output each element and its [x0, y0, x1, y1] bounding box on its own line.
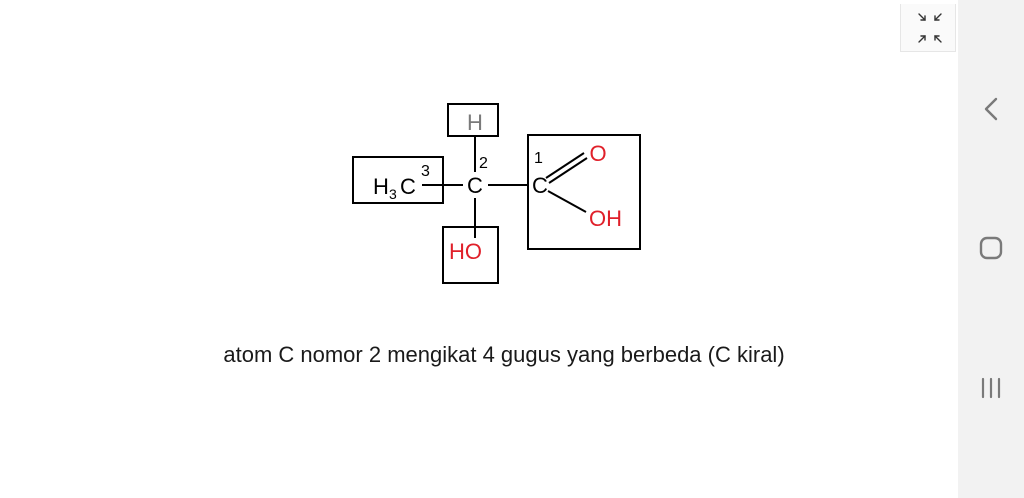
caption-text: atom C nomor 2 mengikat 4 gugus yang ber…: [223, 342, 785, 367]
box-hydrogen-group: [447, 103, 499, 137]
atom-ho: HO: [449, 239, 482, 264]
box-methyl-group: [352, 156, 444, 204]
atom-oh: OH: [589, 206, 622, 231]
box-carboxyl-group: [527, 134, 641, 250]
bond-c1-o-double-a: [545, 152, 585, 179]
atom-c-center: C: [467, 173, 483, 198]
back-button[interactable]: [958, 80, 1024, 140]
box-hydroxyl-group: [442, 226, 499, 284]
carbon-number-1: 1: [534, 150, 543, 167]
rounded-square-home-icon: [979, 236, 1003, 260]
subscript-3: 3: [389, 186, 397, 202]
content-area: H H 3 C C C O OH HO 1 2 3 atom C nomor 2…: [223, 4, 956, 367]
chevron-left-icon: [984, 97, 998, 121]
atom-c-methyl: C: [400, 174, 416, 199]
bond-c1-o-double-b: [548, 157, 588, 184]
atom-h-methyl: H: [373, 174, 389, 199]
atom-c-acid: C: [532, 173, 548, 198]
system-navigation-bar: [958, 0, 1024, 498]
recents-button[interactable]: [958, 358, 1024, 418]
atom-h-top: H: [467, 110, 483, 135]
carbon-number-2: 2: [479, 155, 488, 172]
home-button[interactable]: [958, 219, 1024, 279]
collapse-button[interactable]: [900, 4, 956, 52]
collapse-arrows-icon: [918, 13, 942, 43]
three-bars-recents-icon: [981, 377, 1001, 399]
bond-c1-oh: [547, 190, 587, 213]
atom-o-double: O: [589, 141, 606, 166]
chemical-structure-diagram: H H 3 C C C O OH HO 1 2 3: [352, 103, 641, 284]
carbon-number-3: 3: [421, 163, 430, 180]
